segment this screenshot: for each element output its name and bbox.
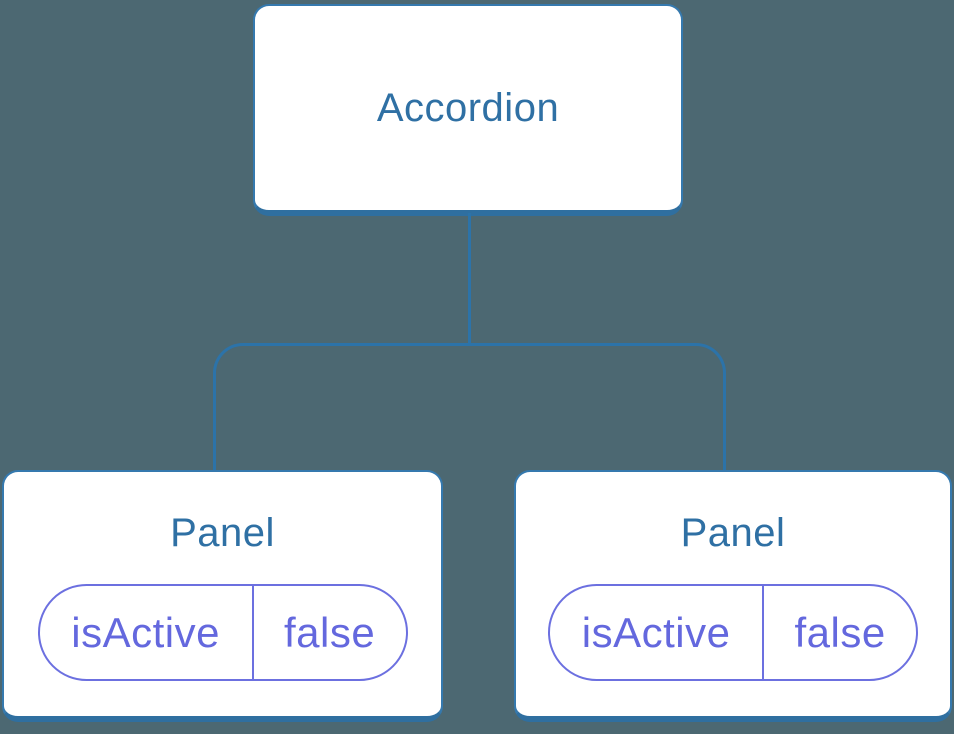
state-pill-right: isActive false <box>548 584 918 681</box>
state-value-label: false <box>794 608 886 656</box>
node-panel-right: Panel isActive false <box>514 470 952 722</box>
state-value-label: false <box>284 608 376 656</box>
state-pill-left: isActive false <box>37 584 408 681</box>
node-panel-left: Panel isActive false <box>2 470 443 722</box>
panel-right-label: Panel <box>680 511 786 555</box>
connector-stem <box>468 213 471 346</box>
connector-branch <box>213 343 726 472</box>
panel-left-label: Panel <box>170 511 275 555</box>
node-accordion: Accordion <box>253 4 683 216</box>
accordion-label: Accordion <box>376 86 560 130</box>
state-key-label: isActive <box>550 586 765 679</box>
state-key-label: isActive <box>40 586 254 679</box>
